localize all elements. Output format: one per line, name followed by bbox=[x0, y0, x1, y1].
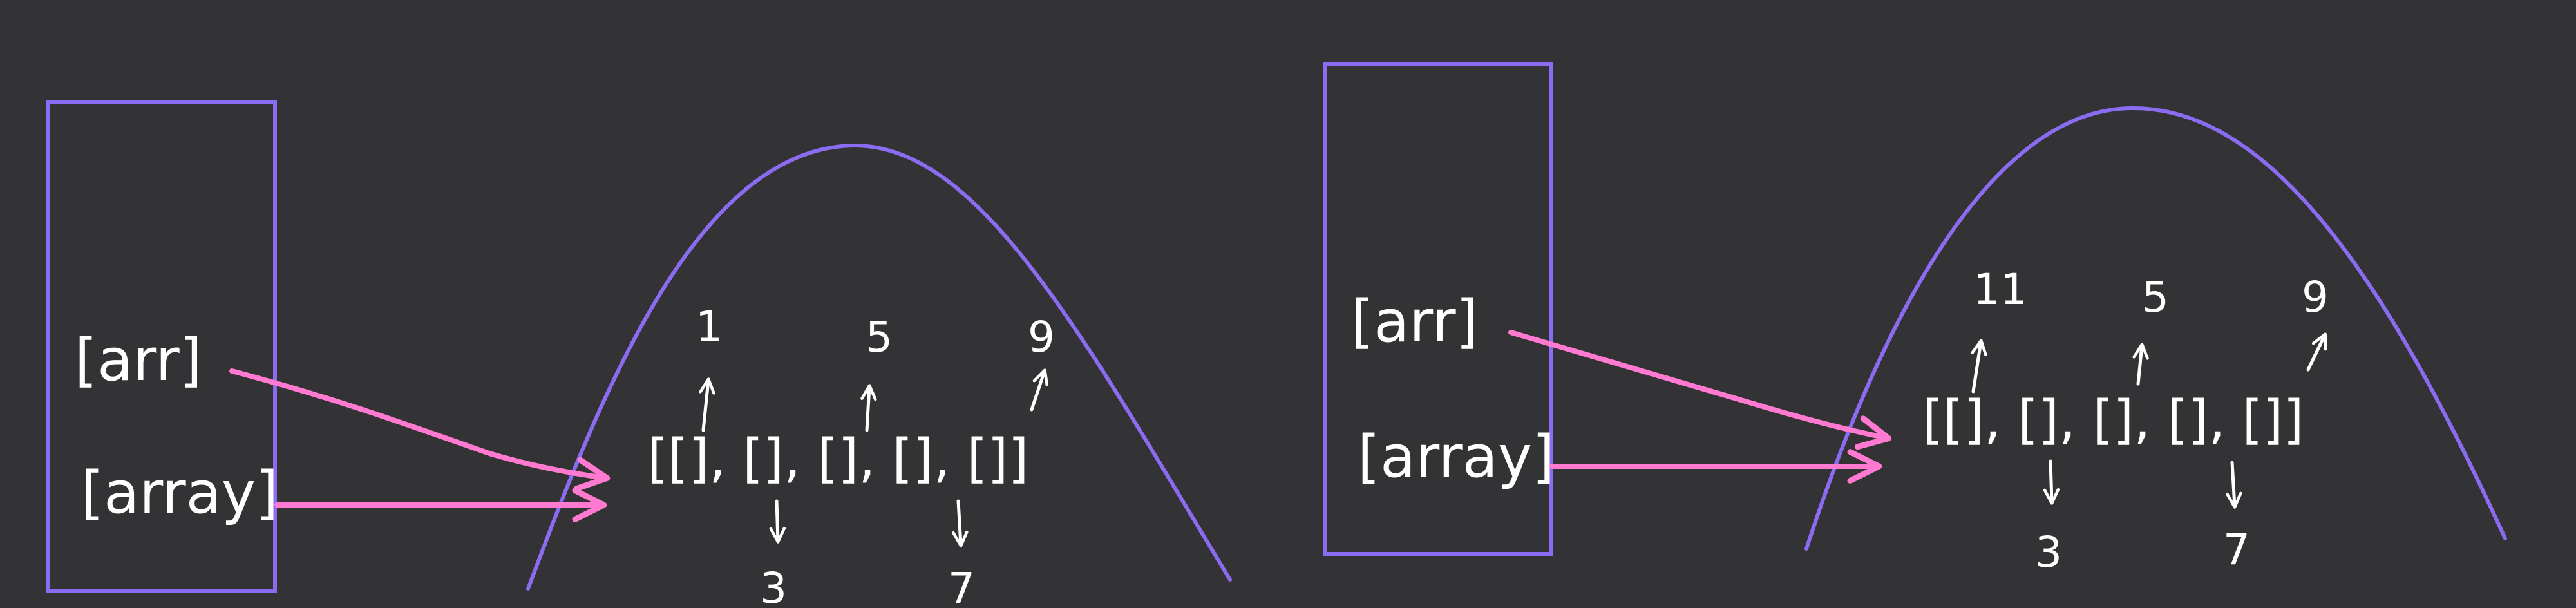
array-literal: [[], [], [], [], []] bbox=[1922, 390, 2304, 451]
bottom-value-0: 3 bbox=[2035, 527, 2062, 577]
reference-arrow-arr bbox=[1508, 330, 1892, 450]
up-arrow-1 bbox=[860, 384, 877, 432]
var-label-arr: [arr] bbox=[1351, 288, 1479, 356]
down-arrow-1 bbox=[2226, 461, 2242, 509]
stack-frame-box bbox=[1323, 62, 1553, 556]
down-arrow-0 bbox=[2043, 459, 2060, 505]
up-arrow-1 bbox=[2132, 343, 2149, 386]
down-arrow-0 bbox=[769, 499, 786, 544]
var-label-array: [array] bbox=[1358, 423, 1555, 491]
up-arrow-2 bbox=[2306, 332, 2327, 372]
up-arrow-0 bbox=[699, 377, 715, 432]
var-label-arr: [arr] bbox=[75, 327, 202, 394]
top-value-2: 9 bbox=[2302, 272, 2329, 322]
up-arrow-0 bbox=[1971, 339, 1987, 394]
var-label-array: [array] bbox=[81, 459, 278, 527]
top-value-1: 5 bbox=[866, 312, 893, 362]
reference-arrow-arr bbox=[229, 368, 611, 492]
up-arrow-2 bbox=[1030, 368, 1049, 412]
top-value-1: 5 bbox=[2142, 272, 2169, 322]
top-value-0: 11 bbox=[1973, 265, 2027, 314]
right-diagram: [arr] [array] [[], [], [], [], []] 11 5 … bbox=[1323, 62, 2507, 577]
bottom-value-1: 7 bbox=[2223, 525, 2250, 575]
bottom-value-1: 7 bbox=[948, 564, 975, 608]
heap-curve bbox=[1804, 106, 2507, 551]
top-value-0: 1 bbox=[696, 302, 723, 352]
top-value-2: 9 bbox=[1028, 312, 1055, 362]
bottom-value-0: 3 bbox=[760, 564, 787, 608]
down-arrow-1 bbox=[952, 499, 969, 547]
left-diagram: [arr] [array] [[], [], [], [], []] 1 5 9… bbox=[46, 100, 1232, 608]
stack-frame-box bbox=[46, 100, 277, 593]
heap-curve bbox=[526, 143, 1232, 591]
array-literal: [[], [], [], [], []] bbox=[647, 428, 1028, 489]
